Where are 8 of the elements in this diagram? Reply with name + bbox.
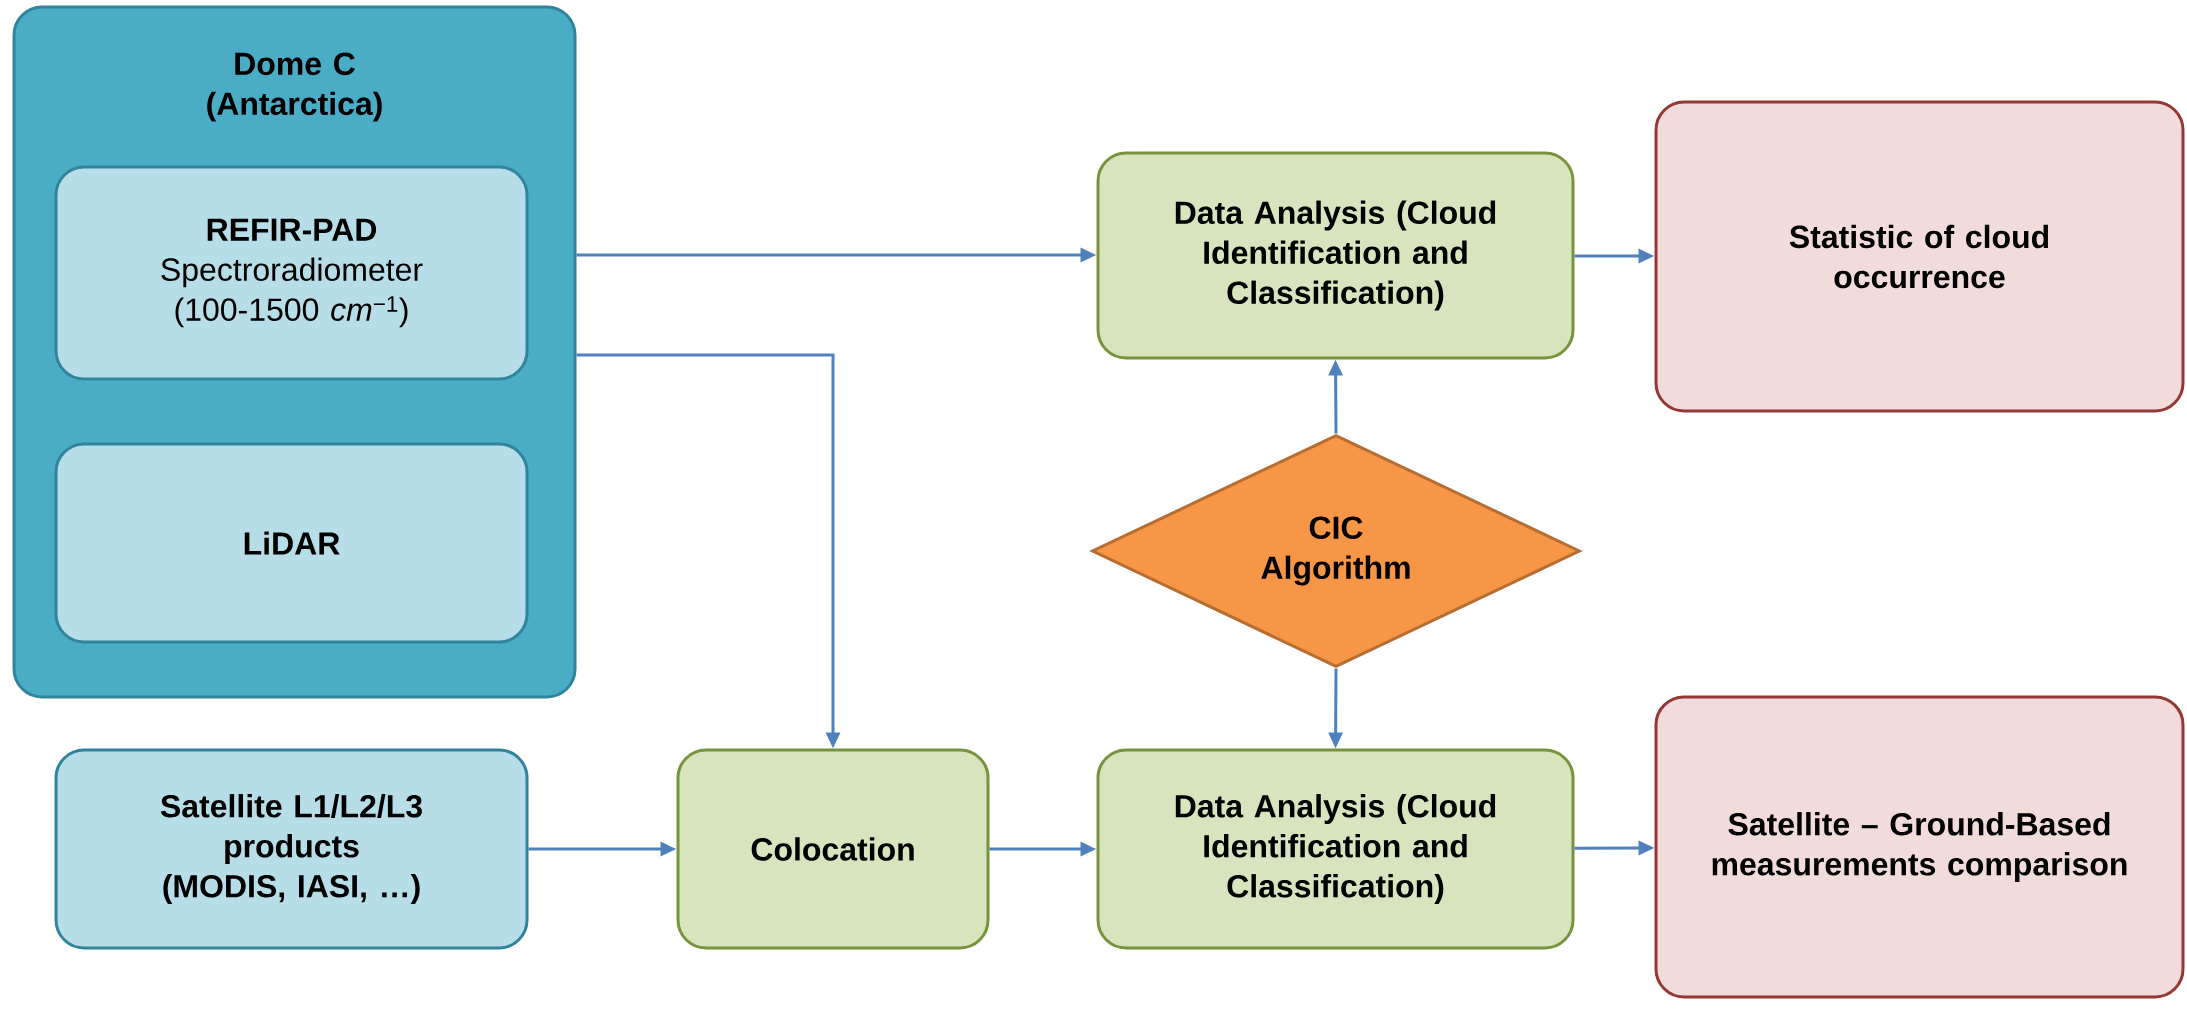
process-box: Data Analysis (Cloud Identification and Classification) bbox=[1096, 748, 1575, 950]
process-box: Colocation bbox=[676, 748, 990, 950]
process-box: Satellite L1/L2/L3 products (MODIS, IASI, …) bbox=[54, 748, 529, 950]
result-box: Statistic of cloud occurrence bbox=[1654, 100, 2185, 413]
result-box: Satellite – Ground-Based measurements comparison bbox=[1654, 695, 2185, 999]
process-box: LiDAR bbox=[54, 442, 529, 644]
process-box: REFIR-PAD Spectroradiometer (100-1500 cm$^{−1}$) bbox=[54, 165, 529, 381]
process-box: Data Analysis (Cloud Identification and Classification) bbox=[1096, 151, 1575, 360]
